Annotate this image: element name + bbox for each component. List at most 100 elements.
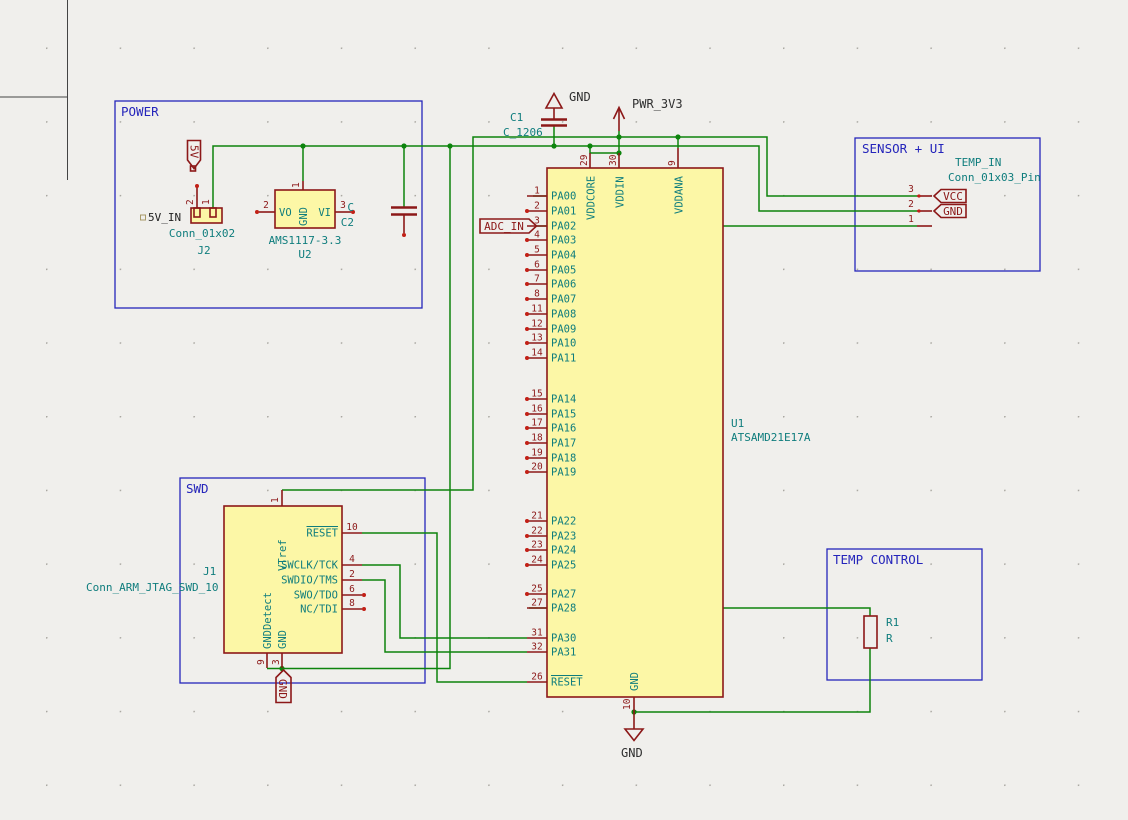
- j1-value[interactable]: Conn_ARM_JTAG_SWD_10: [86, 581, 218, 594]
- nc-marker: [525, 253, 529, 257]
- nc-marker: [525, 519, 529, 523]
- temp-in-value[interactable]: Conn_01x03_Pin: [948, 171, 1041, 184]
- gnd-flag-swd[interactable]: GND: [275, 668, 292, 704]
- mcu-pin-vddana-number: 9: [667, 160, 678, 166]
- nc-marker: [525, 297, 529, 301]
- 5v-in-text: 5V_IN: [148, 211, 181, 224]
- mcu-pin-pa10-number: 13: [531, 333, 542, 344]
- j1-pin-gnd: GND: [277, 630, 289, 649]
- power-section-title: POWER: [121, 104, 159, 119]
- mcu-pin-pa04-number: 5: [534, 245, 540, 256]
- temp-in-num-2: 2: [908, 199, 914, 210]
- power-section-box[interactable]: [114, 100, 423, 309]
- gnd-flag-bottom[interactable]: GND: [621, 712, 645, 760]
- nc-marker: [525, 534, 529, 538]
- mcu-pin-pa17-name: PA17: [551, 438, 576, 450]
- nc-marker: [525, 312, 529, 316]
- sensor-section-box[interactable]: [854, 137, 1041, 272]
- c2-value[interactable]: C2: [341, 216, 354, 229]
- u2-reference[interactable]: U2: [298, 248, 311, 261]
- mcu-pin-pa28-name: PA28: [551, 603, 576, 615]
- j1-pin-nc-tdi-name: NC/TDI: [300, 604, 338, 616]
- mcu-pin-pa16-name: PA16: [551, 423, 576, 435]
- u2-value[interactable]: AMS1117-3.3: [269, 234, 342, 247]
- gnd-flag-top[interactable]: GND: [544, 90, 591, 109]
- swd-right-pins[interactable]: 10RESET4SWCLK/TCK2SWDIO/TMS6SWO/TDO8NC/T…: [281, 522, 366, 616]
- mcu-pin-vddin-name: VDDIN: [615, 176, 627, 208]
- r1-reference[interactable]: R1: [886, 616, 899, 629]
- sensor-section-title: SENSOR + UI: [862, 141, 945, 156]
- c1-value[interactable]: C_1206: [503, 126, 543, 139]
- pwr-3v3-flag[interactable]: PWR_3V3: [612, 97, 683, 131]
- swd-section-box[interactable]: [179, 477, 426, 684]
- mcu-pin-vddana-name: VDDANA: [674, 175, 686, 214]
- c1-reference[interactable]: C1: [510, 111, 523, 124]
- nc-marker: [525, 412, 529, 416]
- mcu-pin-pa15-number: 16: [531, 404, 543, 415]
- swd-section-title: SWD: [186, 481, 209, 496]
- j1-pin-swclk-tck-name: SWCLK/TCK: [281, 560, 339, 572]
- mcu-pin-pa19-name: PA19: [551, 467, 576, 479]
- power-flag-5v[interactable]: 5V: [186, 139, 202, 172]
- j2-reference[interactable]: J2: [197, 244, 210, 257]
- u2-num-vi: 3: [340, 200, 346, 211]
- c2-reference[interactable]: C: [347, 201, 354, 214]
- connector-temp-in[interactable]: VCC GND 3 2 1 TEMP_IN Conn_01x03_Pin: [908, 156, 1041, 227]
- mcu-pin-gnd[interactable]: GND 10: [622, 672, 641, 712]
- flag-5v-label: 5V: [188, 145, 201, 159]
- j2-value[interactable]: Conn_01x02: [169, 227, 235, 240]
- nc-marker: [525, 592, 529, 596]
- wire-r1-gnd: [634, 648, 871, 713]
- connector-j1[interactable]: VTref 1 10RESET4SWCLK/TCK2SWDIO/TMS6SWO/…: [86, 490, 366, 670]
- mcu-pin-pa05-number: 6: [534, 260, 540, 271]
- wire-main-rail: [212, 145, 917, 212]
- j1-gnddetect-number: 9: [256, 659, 267, 665]
- j1-reference[interactable]: J1: [203, 565, 216, 578]
- mcu-pin-pa31-number: 32: [531, 642, 542, 653]
- mcu-pin-pa10-name: PA10: [551, 338, 576, 350]
- mcu-pin-pa07-name: PA07: [551, 294, 576, 306]
- nc-marker: [525, 441, 529, 445]
- regulator-u2[interactable]: VO VI GND 2 3 1 AMS1117-3.3 U2: [255, 181, 355, 261]
- gnd-bottom-label: GND: [621, 746, 643, 760]
- r1-value[interactable]: R: [886, 632, 893, 645]
- nc-marker: [525, 282, 529, 286]
- j2-pin1-number: 1: [201, 199, 212, 205]
- mcu-pin-pa24-number: 23: [531, 540, 542, 551]
- connector-j2[interactable]: 2 1 Conn_01x02 J2: [169, 184, 235, 257]
- mcu-pin-pa14-name: PA14: [551, 394, 576, 406]
- resistor-r1[interactable]: R1 R: [863, 615, 899, 649]
- mcu-pin-pa02-number: 3: [534, 216, 540, 227]
- capacitor-c2[interactable]: C C2: [341, 201, 417, 237]
- temp-in-pin-gnd: GND: [943, 205, 963, 218]
- u1-value[interactable]: ATSAMD21E17A: [731, 431, 811, 444]
- nc-marker: [525, 356, 529, 360]
- temp-in-num-1: 1: [908, 214, 914, 225]
- mcu-pin-pa17-number: 18: [531, 433, 543, 444]
- mcu-pin-pa05-name: PA05: [551, 265, 576, 277]
- nc-marker: [525, 397, 529, 401]
- adc-in-text: ADC_IN: [484, 220, 524, 233]
- mcu-pin-pa28-number: 27: [531, 598, 542, 609]
- temp-section-box[interactable]: [826, 548, 983, 681]
- nc-marker: [525, 238, 529, 242]
- temp-in-reference[interactable]: TEMP_IN: [955, 156, 1001, 169]
- u2-pin-vi: VI: [318, 207, 331, 219]
- u1-reference[interactable]: U1: [731, 417, 744, 430]
- mcu-pin-pa06-name: PA06: [551, 279, 576, 291]
- mcu-pin-pa00-name: PA00: [551, 191, 576, 203]
- mcu-gnd-name: GND: [629, 672, 641, 691]
- nc-marker: [525, 563, 529, 567]
- global-label-adc-in[interactable]: ADC_IN: [479, 218, 538, 234]
- mcu-pin-pa09-name: PA09: [551, 324, 576, 336]
- mcu-pin-pa03-name: PA03: [551, 235, 576, 247]
- wire-swd-swdio: [362, 579, 527, 653]
- capacitor-c1[interactable]: C1 C_1206: [503, 108, 567, 139]
- mcu-pin-pa24-name: PA24: [551, 545, 576, 557]
- mcu-pin-pa00-number: 1: [534, 186, 540, 197]
- label-5v-in[interactable]: 5V_IN: [140, 211, 182, 224]
